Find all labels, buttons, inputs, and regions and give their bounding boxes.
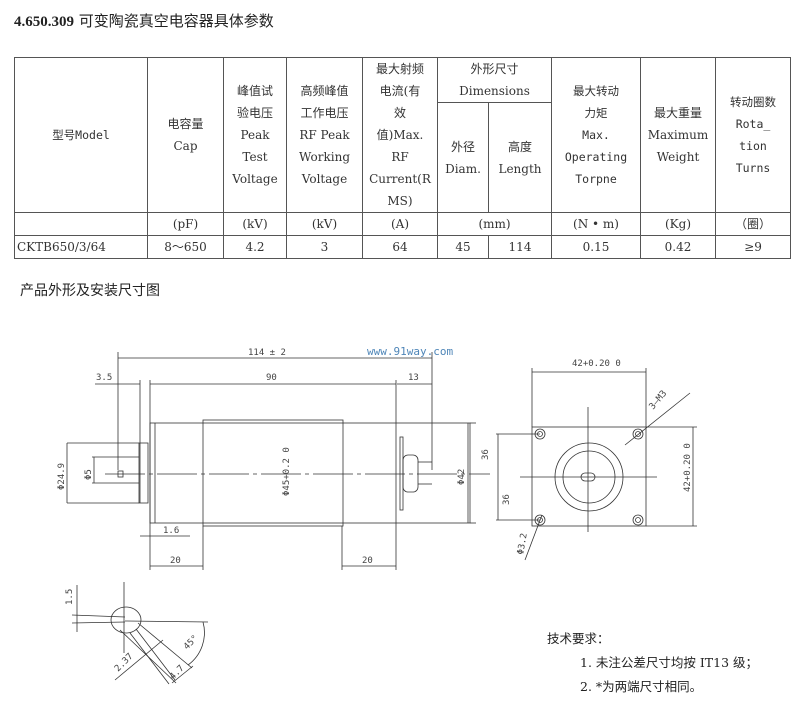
dim-1-5: 1.5 bbox=[65, 589, 75, 605]
dim-20a: 20 bbox=[170, 556, 181, 566]
dim-20b: 20 bbox=[362, 556, 373, 566]
table-row: CKTB650/3/64 8～650 4.2 3 64 45 114 0.15 … bbox=[14, 235, 791, 259]
cell-cap: 8～650 bbox=[147, 235, 224, 259]
title-text: 可变陶瓷真空电容器具体参数 bbox=[74, 12, 274, 30]
dim-13: 13 bbox=[408, 373, 419, 383]
dim-phi5: Φ5 bbox=[84, 469, 94, 480]
page-title: 4.650.309 可变陶瓷真空电容器具体参数 bbox=[14, 10, 274, 31]
dim-90: 90 bbox=[266, 373, 277, 383]
dim-phi45: Φ45+0.2 0 bbox=[282, 447, 292, 496]
watermark: www.91way.com bbox=[367, 345, 453, 358]
cell-rf-peak: 3 bbox=[286, 235, 363, 259]
part-number: 4.650.309 bbox=[14, 14, 74, 30]
technical-notes: 技术要求： 1. 未注公差尺寸均按 IT13 级； 2. *为两端尺寸相同。 bbox=[547, 627, 758, 699]
cell-turns: ≥9 bbox=[715, 235, 791, 259]
section-title: 产品外形及安装尺寸图 bbox=[20, 283, 160, 299]
unit-cell: (Kg) bbox=[640, 212, 716, 236]
shaft-detail: 1.5 2.37 4.7 45° bbox=[65, 582, 209, 685]
header-model: 型号Model bbox=[14, 57, 148, 213]
dim-36: 36 bbox=[481, 449, 491, 460]
note-item: 1. 未注公差尺寸均按 IT13 级； bbox=[580, 655, 759, 670]
dim-phi42: Φ42 bbox=[457, 469, 467, 485]
dim-36-front: 36 bbox=[502, 494, 512, 505]
cell-model: CKTB650/3/64 bbox=[14, 235, 148, 259]
dim-phi24-9: Φ24.9 bbox=[57, 463, 67, 490]
dim-3-m3: 3—M3 bbox=[648, 389, 670, 412]
unit-cell: (kV) bbox=[223, 212, 287, 236]
notes-heading: 技术要求： bbox=[547, 631, 610, 646]
dim-4-7: 4.7 bbox=[168, 664, 187, 683]
unit-cell: (A) bbox=[362, 212, 438, 236]
dim-45deg: 45° bbox=[182, 634, 201, 653]
dim-2-37: 2.37 bbox=[113, 652, 135, 674]
note-item: 2. *为两端尺寸相同。 bbox=[580, 679, 703, 694]
dim-overall: 114 ± 2 bbox=[248, 348, 286, 358]
dim-42-top: 42+0.20 0 bbox=[572, 359, 621, 369]
dim-phi3-2: Φ3.2 bbox=[516, 532, 530, 555]
dim-3-5: 3.5 bbox=[96, 373, 112, 383]
cell-weight: 0.42 bbox=[640, 235, 716, 259]
dim-1-6: 1.6 bbox=[163, 526, 179, 536]
side-view: 114 ± 2 www.91way.com 3.5 90 13 1.6 20 2… bbox=[57, 345, 491, 570]
front-view: 42+0.20 0 42+0.20 0 3—M3 36 Φ3.2 bbox=[496, 359, 697, 561]
cell-length: 114 bbox=[488, 235, 552, 259]
dim-42-right: 42+0.20 0 bbox=[683, 443, 693, 492]
cell-torque: 0.15 bbox=[551, 235, 641, 259]
cell-peak-test: 4.2 bbox=[223, 235, 287, 259]
